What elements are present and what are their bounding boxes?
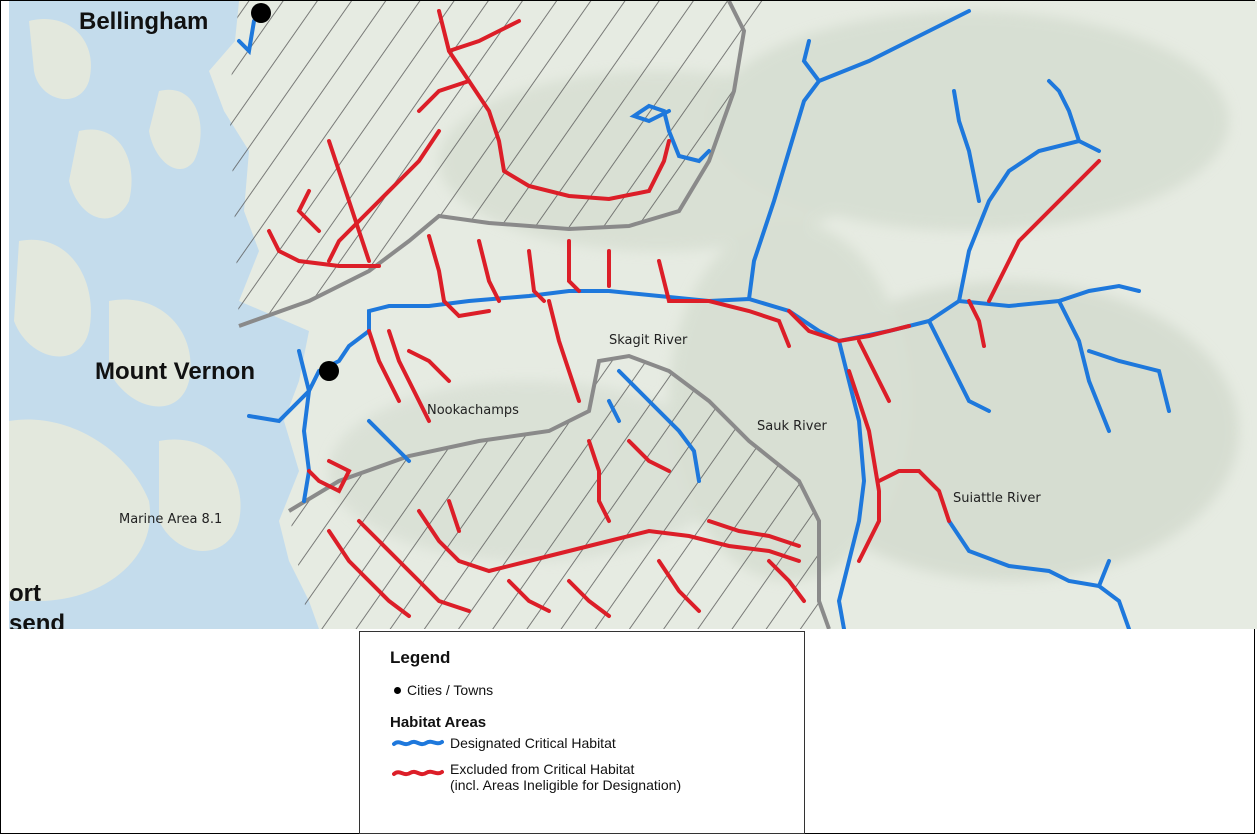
city-dot-mount-vernon xyxy=(319,361,339,381)
legend-designated-label: Designated Critical Habitat xyxy=(450,735,616,751)
city-dot-bellingham xyxy=(251,3,271,23)
legend-excluded-label-1: Excluded from Critical Habitat xyxy=(450,761,635,777)
place-label-marine-area: Marine Area 8.1 xyxy=(119,512,222,527)
south-boundary-line xyxy=(287,353,831,629)
map-legend: Legend Cities / Towns Habitat Areas Desi… xyxy=(359,631,805,834)
legend-excluded-text: Excluded from Critical Habitat (incl. Ar… xyxy=(450,761,681,793)
place-label-skagit-river: Skagit River xyxy=(609,333,688,348)
place-label-nookachamps: Nookachamps xyxy=(427,403,519,418)
legend-excluded-label-2: (incl. Areas Ineligible for Designation) xyxy=(450,777,682,793)
north-boundary-line xyxy=(238,1,747,328)
red-stream-icon xyxy=(392,769,444,777)
place-label-suiattle-river: Suiattle River xyxy=(953,491,1041,506)
place-label-sauk-river: Sauk River xyxy=(757,419,827,434)
legend-cities-item: Cities / Towns xyxy=(394,682,493,698)
south-ineligible-area xyxy=(289,356,829,629)
terrain-shading xyxy=(329,11,1239,581)
islands xyxy=(9,19,241,601)
legend-title: Legend xyxy=(390,648,451,667)
city-label-mount-vernon: Mount Vernon xyxy=(95,358,255,385)
legend-designated-item: Designated Critical Habitat xyxy=(392,735,616,751)
legend-habitat-title: Habitat Areas xyxy=(390,714,487,731)
habitat-map: Skagit River Nookachamps Sauk River Suia… xyxy=(9,1,1257,629)
city-label-port-townsend-line2: send xyxy=(9,610,65,629)
excluded-habitat-streams xyxy=(267,9,1101,618)
place-labels: Skagit River Nookachamps Sauk River Suia… xyxy=(119,333,1041,527)
legend-cities-label: Cities / Towns xyxy=(407,682,494,698)
city-label-bellingham: Bellingham xyxy=(79,8,208,35)
city-label-port-townsend-line1: ort xyxy=(9,580,41,607)
city-markers: Bellingham Mount Vernon ort send xyxy=(9,3,339,629)
map-panel: Skagit River Nookachamps Sauk River Suia… xyxy=(9,1,1257,629)
city-dot-icon xyxy=(394,686,401,694)
blue-stream-icon xyxy=(392,739,444,747)
city-label-port-townsend: ort send xyxy=(9,580,65,629)
legend-excluded-item: Excluded from Critical Habitat (incl. Ar… xyxy=(392,761,681,793)
